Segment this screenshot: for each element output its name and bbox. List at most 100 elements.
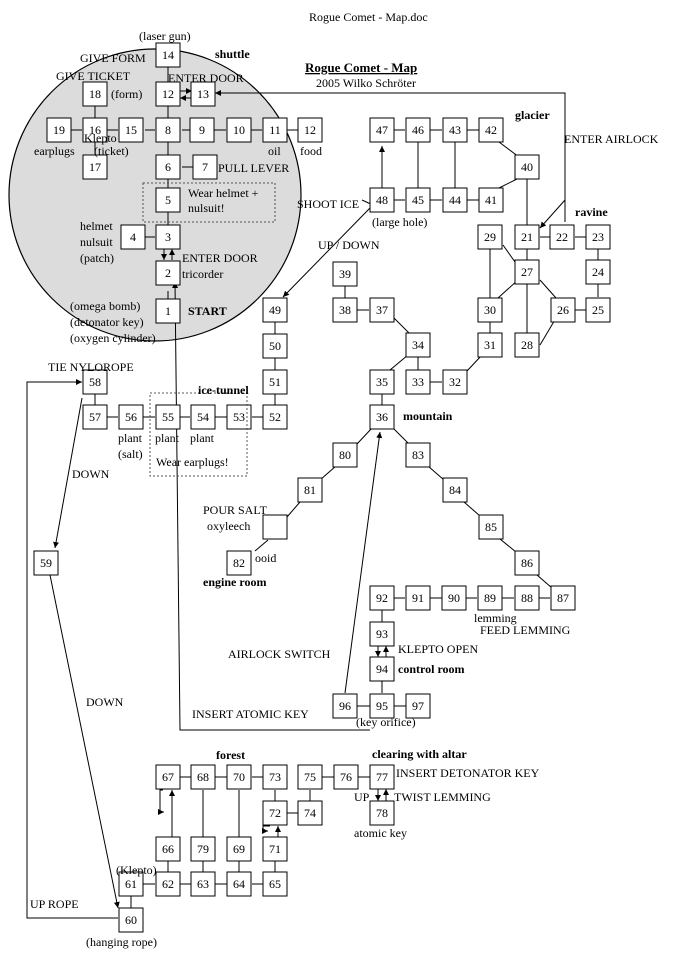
item-nulsuit: nulsuit bbox=[80, 235, 113, 249]
room-92-box bbox=[369, 585, 395, 611]
room-91-box bbox=[405, 585, 431, 611]
room-11-number: 11 bbox=[269, 123, 281, 137]
room-23: 23 bbox=[585, 224, 611, 250]
action-klepto-open: KLEPTO OPEN bbox=[398, 642, 478, 656]
room-35-number: 35 bbox=[376, 375, 388, 389]
room-71-box bbox=[262, 836, 288, 862]
room-43-number: 43 bbox=[449, 123, 461, 137]
room-48: 48 bbox=[369, 187, 395, 213]
item-food: food bbox=[300, 144, 322, 158]
room-56: 56 bbox=[118, 404, 144, 430]
room-5-number: 5 bbox=[165, 193, 171, 207]
room-32-box bbox=[442, 369, 468, 395]
room-13-number: 13 bbox=[197, 87, 209, 101]
room-54-number: 54 bbox=[197, 410, 209, 424]
action-feed-lemming: FEED LEMMING bbox=[480, 623, 571, 637]
action-airlock-switch: AIRLOCK SWITCH bbox=[228, 647, 331, 661]
room-19: 19 bbox=[46, 117, 72, 143]
room-51: 51 bbox=[262, 369, 288, 395]
room-85-box bbox=[478, 514, 504, 540]
room-12: 12 bbox=[297, 117, 323, 143]
room-88-number: 88 bbox=[521, 591, 533, 605]
map-byline: 2005 Wilko Schröter bbox=[316, 76, 416, 90]
room-99-box bbox=[262, 514, 288, 540]
room-2: 2 bbox=[155, 260, 181, 286]
room-61: 61 bbox=[118, 871, 144, 897]
room-89-box bbox=[477, 585, 503, 611]
room-75-box bbox=[297, 764, 323, 790]
area-control-room: control room bbox=[398, 662, 465, 676]
room-46: 46 bbox=[405, 117, 431, 143]
room-10-box bbox=[226, 117, 252, 143]
room-90-number: 90 bbox=[448, 591, 460, 605]
room-83-number: 83 bbox=[412, 448, 424, 462]
room-33-number: 33 bbox=[412, 375, 424, 389]
room-47-number: 47 bbox=[376, 123, 388, 137]
room-68: 68 bbox=[190, 764, 216, 790]
area-mountain: mountain bbox=[403, 409, 453, 423]
room-14-box bbox=[155, 42, 181, 68]
room-52-box bbox=[262, 404, 288, 430]
room-23-box bbox=[585, 224, 611, 250]
room-33: 33 bbox=[405, 369, 431, 395]
room-93: 93 bbox=[369, 621, 395, 647]
room-78: 78 bbox=[369, 800, 395, 826]
room-53-number: 53 bbox=[233, 410, 245, 424]
room-70-number: 70 bbox=[233, 770, 245, 784]
room-71: 71 bbox=[262, 836, 288, 862]
room-78-number: 78 bbox=[376, 806, 388, 820]
room-45-box bbox=[405, 187, 431, 213]
room-28-number: 28 bbox=[521, 338, 533, 352]
room-13: 13 bbox=[190, 81, 216, 107]
item-laser-gun: (laser gun) bbox=[139, 29, 191, 43]
item-detonator-key: (detonator key) bbox=[70, 315, 144, 329]
room-42-number: 42 bbox=[485, 123, 497, 137]
room-82: 82 bbox=[226, 550, 252, 576]
action-down-1: DOWN bbox=[72, 467, 110, 481]
room-66-number: 66 bbox=[162, 842, 174, 856]
item-helmet: helmet bbox=[80, 219, 113, 233]
room-89: 89 bbox=[477, 585, 503, 611]
room-41-box bbox=[478, 187, 504, 213]
room-77-number: 77 bbox=[376, 770, 388, 784]
item-hanging-rope: (hanging rope) bbox=[86, 935, 157, 949]
area-forest: forest bbox=[216, 748, 245, 762]
room-48-number: 48 bbox=[376, 193, 388, 207]
room-64-box bbox=[226, 871, 252, 897]
room-24-number: 24 bbox=[592, 265, 604, 279]
room-26: 26 bbox=[550, 297, 576, 323]
room-68-number: 68 bbox=[197, 770, 209, 784]
room-12-box bbox=[155, 81, 181, 107]
action-insert-detonator-key: INSERT DETONATOR KEY bbox=[396, 766, 540, 780]
room-36-box bbox=[369, 404, 395, 430]
room-3-number: 3 bbox=[165, 230, 171, 244]
room-16-number: 16 bbox=[89, 123, 101, 137]
room-57: 57 bbox=[82, 404, 108, 430]
room-32: 32 bbox=[442, 369, 468, 395]
room-40-number: 40 bbox=[521, 160, 533, 174]
room-6: 6 bbox=[155, 154, 181, 180]
room-58-box bbox=[82, 369, 108, 395]
room-30-number: 30 bbox=[484, 303, 496, 317]
room-41-number: 41 bbox=[485, 193, 497, 207]
action-shoot-ice: SHOOT ICE bbox=[297, 197, 359, 211]
room-81-box bbox=[297, 477, 323, 503]
room-3-box bbox=[155, 224, 181, 250]
room-76: 76 bbox=[333, 764, 359, 790]
room-81-number: 81 bbox=[304, 483, 316, 497]
room-51-box bbox=[262, 369, 288, 395]
note-wear-helmet-line1: Wear helmet + bbox=[188, 186, 259, 200]
room-13-box bbox=[190, 81, 216, 107]
room-75-number: 75 bbox=[304, 770, 316, 784]
room-82-box bbox=[226, 550, 252, 576]
room-44: 44 bbox=[442, 187, 468, 213]
room-36: 36 bbox=[369, 404, 395, 430]
action-enter-door-bottom: ENTER DOOR bbox=[182, 251, 258, 265]
room-64-number: 64 bbox=[233, 877, 245, 891]
note-wear-earplugs: Wear earplugs! bbox=[156, 455, 229, 469]
helmet-note-box bbox=[142, 182, 276, 223]
room-46-box bbox=[405, 117, 431, 143]
room-60: 60 bbox=[118, 907, 144, 933]
room-15: 15 bbox=[118, 117, 144, 143]
room-18-box bbox=[82, 81, 108, 107]
